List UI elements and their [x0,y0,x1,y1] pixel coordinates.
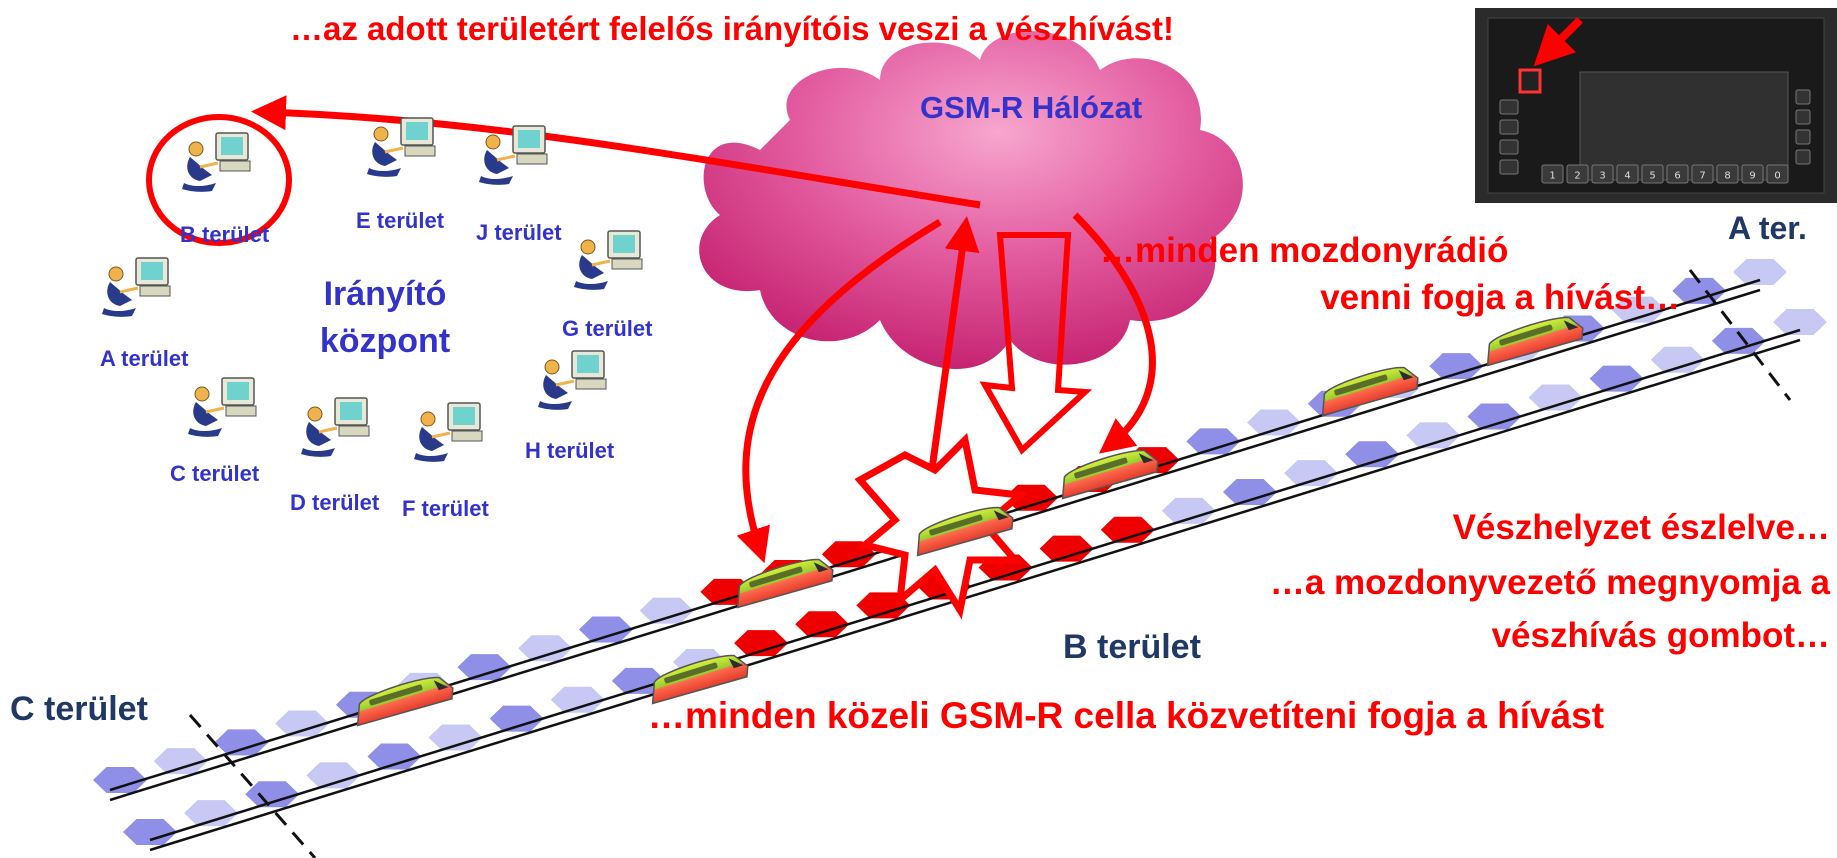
idle-cell [1186,428,1240,454]
headline: …az adott területért felelős irányítóis … [290,10,1174,48]
idle-cell [640,598,694,624]
radio-device-panel: 1 2 3 4 5 6 7 8 9 0 [1475,8,1837,203]
device-key-label: 5 [1649,171,1655,182]
idle-cell [1247,410,1301,436]
device-key-label: 6 [1674,171,1680,182]
train-icon [350,671,456,728]
dispatcher-label-d: D terület [290,490,379,516]
device-side-key [1500,120,1518,134]
device-side-key [1500,140,1518,154]
device-side-key [1500,100,1518,114]
dispatcher-icon [479,126,547,185]
idle-cell [579,616,633,642]
device-key-label: 0 [1774,171,1780,182]
control-center-line2: központ [300,322,470,361]
train-icon [1315,361,1421,418]
dispatcher-icon [102,258,170,317]
callout-emergency-line2: …a mozdonyvezető megnyomja a [1030,563,1830,603]
train-icon [1480,311,1586,368]
dispatcher-label-j: J terület [476,220,562,246]
area-label-b: B terület [1063,628,1201,667]
idle-cell [123,819,177,845]
device-nav-key [1796,90,1810,104]
emergency-button-icon [1520,70,1540,92]
callout-emergency-line1: Vészhelyzet észlelve… [1230,508,1830,548]
dispatcher-label-h: H terület [525,438,614,464]
dispatcher-label-f: F terület [402,496,489,522]
area-label-a: A ter. [1728,210,1807,247]
callout-radio-line1: …minden mozdonyrádió [1100,231,1500,271]
device-key-label: 7 [1699,171,1705,182]
device-key-label: 9 [1749,171,1755,182]
device-side-key [1500,160,1518,174]
dispatcher-icon [182,133,250,192]
dispatcher-icon [367,118,435,177]
idle-cell [518,635,572,661]
dispatcher-label-b: B terület [180,222,269,248]
dispatcher-icon [301,398,369,457]
device-key-label: 2 [1574,171,1580,182]
dispatcher-icon [574,231,642,290]
device-key-label: 3 [1599,171,1605,182]
dispatcher-icon [538,351,606,410]
device-nav-key [1796,110,1810,124]
dispatcher-label-e: E terület [356,208,444,234]
device-key-label: 8 [1724,171,1730,182]
device-key-label: 1 [1549,171,1555,182]
dispatcher-label-a: A terület [100,346,188,372]
dispatcher-icon [188,378,256,437]
idle-cell [457,654,511,680]
callout-radio-line2: venni fogja a hívást… [1100,278,1680,318]
dispatcher-label-c: C terület [170,461,259,487]
device-key-label: 4 [1624,171,1630,182]
device-nav-key [1796,130,1810,144]
callout-cells: …minden közeli GSM-R cella közvetíteni f… [648,695,1604,737]
dispatcher-icon [414,403,482,462]
area-label-c: C terület [10,690,148,729]
device-nav-key [1796,150,1810,164]
control-center-line1: Irányító [310,275,460,314]
callout-emergency-line3: vészhívás gombot… [1230,616,1830,656]
network-label: GSM-R Hálózat [920,90,1142,126]
dispatcher-label-g: G terület [562,316,652,342]
